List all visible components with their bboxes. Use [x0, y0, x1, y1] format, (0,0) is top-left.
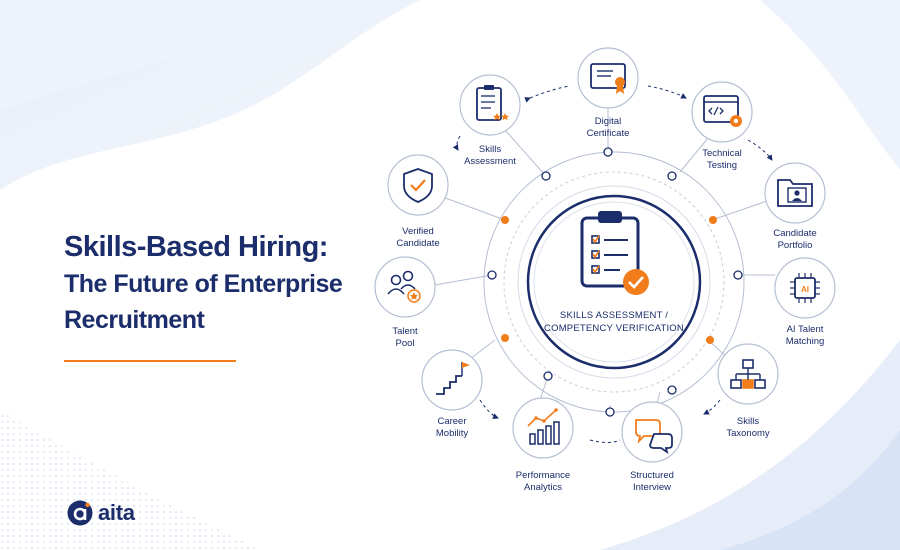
node-label-line1: Performance: [516, 470, 570, 481]
bar-chart-icon: [527, 408, 560, 445]
node-ai-talent-matching: AI AI Talent Matching: [774, 257, 836, 347]
node-label-line1: Talent: [392, 326, 418, 337]
arrow-taxonomy-to-interview: [703, 399, 721, 415]
node-candidate-portfolio: Candidate Portfolio: [764, 162, 826, 251]
shield-check-icon: [403, 168, 433, 203]
node-label-line2: Assessment: [464, 156, 516, 167]
title-underline: [64, 360, 236, 362]
node-skills-taxonomy: Skills Taxonomy: [717, 343, 779, 439]
node-label-line1: Digital: [595, 116, 621, 127]
node-label-line2: Mobility: [436, 428, 468, 439]
arrow-analytics-to-interview: [589, 439, 621, 443]
node-performance-analytics: Performance Analytics: [512, 397, 574, 493]
node-label-line1: Technical: [702, 148, 742, 159]
middle-dashed-ring: [503, 171, 725, 393]
node-label-line1: Structured: [630, 470, 674, 481]
node-label-line2: Candidate: [396, 238, 439, 249]
node-label-line1: Candidate: [773, 228, 816, 239]
node-label-line1: AI Talent: [787, 324, 824, 335]
clipboard-check-icon: [580, 211, 649, 295]
arrow-mobility-to-analytics: [479, 399, 499, 420]
hero-title: Skills-Based Hiring: The Future of Enter…: [64, 228, 384, 338]
node-digital-certificate: Digital Certificate: [577, 47, 639, 139]
svg-text:AI: AI: [801, 285, 809, 294]
chat-bubbles-icon: [635, 419, 673, 455]
hierarchy-icon: [730, 359, 766, 389]
node-label-line2: Matching: [786, 336, 825, 347]
folder-user-icon: [777, 179, 813, 207]
node-label-line1: Skills: [737, 416, 759, 427]
code-window-gear-icon: [703, 95, 742, 127]
arrow-assessment-to-certificate: [524, 85, 571, 103]
hero-title-line3: Recruitment: [64, 306, 205, 334]
center-label-line1: SKILLS ASSESSMENT /: [560, 310, 668, 321]
brand-logo: aita: [66, 498, 135, 528]
node-label-line1: Verified: [402, 226, 434, 237]
node-label-line2: Certificate: [587, 128, 630, 139]
inner-dashed-ring: [517, 185, 711, 379]
node-label-line2: Analytics: [524, 482, 562, 493]
node-skills-assessment: Skills Assessment: [459, 74, 521, 167]
node-label-line2: Pool: [395, 338, 414, 349]
node-label-line2: Portfolio: [778, 240, 813, 251]
stairs-flag-icon: [436, 362, 470, 395]
clipboard-stars-icon: [476, 85, 509, 121]
people-star-icon: [387, 270, 421, 303]
node-label-line1: Career: [437, 416, 466, 427]
aita-logo-icon: [67, 500, 93, 526]
central-hub: SKILLS ASSESSMENT / COMPETENCY VERIFICAT…: [526, 194, 702, 370]
arrow-certificate-to-testing: [647, 85, 687, 99]
arrow-testing-to-portfolio: [747, 139, 773, 161]
node-label-line1: Skills: [479, 144, 501, 155]
ai-chip-icon: AI: [790, 273, 820, 303]
hero-title-line1: Skills-Based Hiring:: [64, 231, 328, 263]
center-label-line2: COMPETENCY VERIFICATION: [544, 323, 684, 334]
node-label-line2: Taxonomy: [726, 428, 770, 439]
hero-title-line2: The Future of Enterprise: [64, 270, 343, 298]
certificate-icon: [590, 63, 626, 94]
node-talent-pool: Talent Pool: [374, 256, 436, 349]
ring-junction-dots: [487, 147, 743, 417]
node-label-line2: Testing: [707, 160, 737, 171]
node-technical-testing: Technical Testing: [691, 81, 753, 171]
arrow-assessment-to-verified: [452, 135, 461, 151]
node-label-line2: Interview: [633, 482, 671, 493]
node-verified-candidate: Verified Candidate: [387, 154, 449, 249]
node-structured-interview: Structured Interview: [621, 401, 683, 493]
logo-text: aita: [98, 500, 135, 525]
node-career-mobility: Career Mobility: [421, 349, 483, 439]
